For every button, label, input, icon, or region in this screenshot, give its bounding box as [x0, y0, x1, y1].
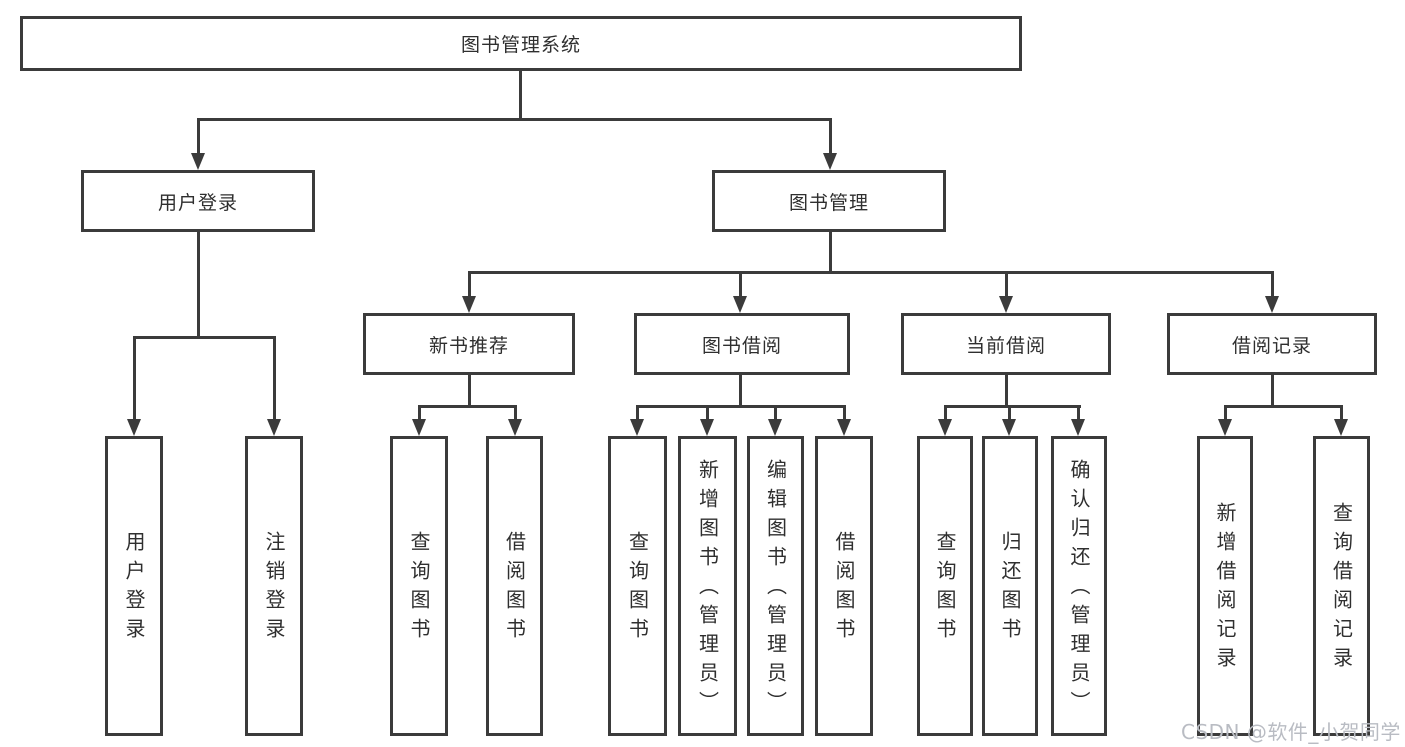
connector-line [636, 405, 639, 421]
arrow-down-icon [1265, 296, 1279, 313]
leaf-user-login: 用户登录 [105, 436, 163, 736]
connector-line [418, 405, 421, 421]
connector-line [706, 405, 709, 421]
leaf-edit-books-admin: 编辑图书（管理员） [747, 436, 804, 736]
leaf-query-books-recommend: 查询图书 [390, 436, 448, 736]
arrow-down-icon [823, 153, 837, 170]
arrow-down-icon [462, 296, 476, 313]
connector-line [1271, 271, 1274, 299]
connector-line [1008, 405, 1011, 421]
connector-line [739, 373, 742, 408]
connector-line [843, 405, 846, 421]
csdn-watermark: CSDN @软件_小贺同学 [1181, 720, 1401, 744]
connector-line [1005, 373, 1008, 408]
node-new-book-recommendation: 新书推荐 [363, 313, 575, 375]
connector-line [197, 230, 200, 338]
leaf-borrow-books: 借阅图书 [815, 436, 873, 736]
node-borrowing-records: 借阅记录 [1167, 313, 1377, 375]
connector-line [829, 230, 832, 274]
arrow-down-icon [127, 419, 141, 436]
arrow-down-icon [630, 419, 644, 436]
arrow-down-icon [1002, 419, 1016, 436]
arrow-down-icon [768, 419, 782, 436]
node-user-login: 用户登录 [81, 170, 315, 232]
leaf-add-borrow-record: 新增借阅记录 [1197, 436, 1253, 736]
connector-line [1005, 271, 1008, 299]
arrow-down-icon [1218, 419, 1232, 436]
leaf-query-borrow-record: 查询借阅记录 [1313, 436, 1370, 736]
connector-line [1224, 405, 1227, 421]
leaf-confirm-return-admin: 确认归还（管理员） [1051, 436, 1107, 736]
connector-line [739, 271, 742, 299]
arrow-down-icon [1071, 419, 1085, 436]
node-book-borrowing: 图书借阅 [634, 313, 850, 375]
leaf-query-books-borrowing: 查询图书 [608, 436, 667, 736]
leaf-borrow-books-recommend: 借阅图书 [486, 436, 543, 736]
connector-line [468, 271, 471, 299]
connector-line [774, 405, 777, 421]
connector-line [468, 271, 1274, 274]
connector-line [1224, 405, 1343, 408]
connector-line [944, 405, 1081, 408]
node-library-management-system: 图书管理系统 [20, 16, 1022, 71]
connector-line [468, 373, 471, 408]
connector-line [133, 336, 276, 339]
connector-line [1077, 405, 1080, 421]
connector-line [418, 405, 517, 408]
leaf-add-books-admin: 新增图书（管理员） [678, 436, 737, 736]
arrow-down-icon [508, 419, 522, 436]
connector-line [1271, 373, 1274, 408]
leaf-query-books-current: 查询图书 [917, 436, 973, 736]
connector-line [197, 118, 200, 155]
arrow-down-icon [700, 419, 714, 436]
arrow-down-icon [267, 419, 281, 436]
arrow-down-icon [837, 419, 851, 436]
connector-line [273, 336, 276, 420]
leaf-return-books: 归还图书 [982, 436, 1038, 736]
connector-line [133, 336, 136, 420]
node-book-management: 图书管理 [712, 170, 946, 232]
arrow-down-icon [999, 296, 1013, 313]
arrow-down-icon [938, 419, 952, 436]
connector-line [1340, 405, 1343, 421]
arrow-down-icon [412, 419, 426, 436]
connector-line [197, 118, 832, 121]
node-current-borrowing: 当前借阅 [901, 313, 1111, 375]
arrow-down-icon [191, 153, 205, 170]
connector-line [514, 405, 517, 421]
connector-line [636, 405, 846, 408]
connector-line [944, 405, 947, 421]
arrow-down-icon [1334, 419, 1348, 436]
connector-line [829, 118, 832, 155]
arrow-down-icon [733, 296, 747, 313]
connector-line [519, 70, 522, 120]
leaf-logout: 注销登录 [245, 436, 303, 736]
